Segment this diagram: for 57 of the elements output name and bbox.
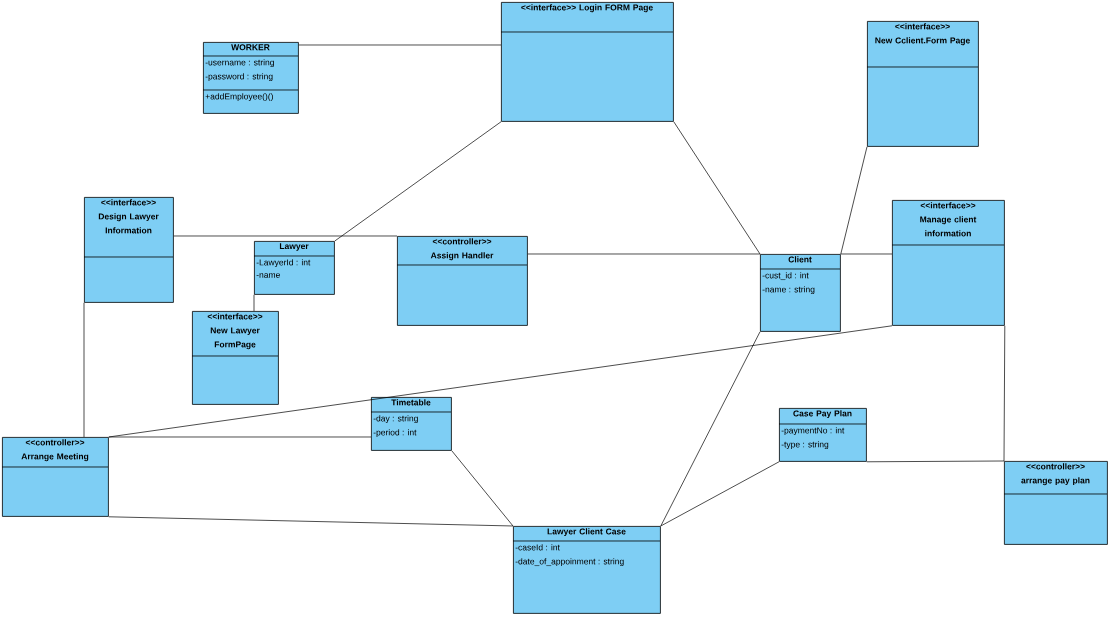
class-box (396, 236, 528, 326)
class-name: <<interface>> Manage client information (920, 202, 977, 237)
attribute-text: -type : string (781, 441, 829, 450)
class-name: <<interface>> Login FORM Page (521, 4, 653, 13)
class-name: <<interface>> New Lawyer FormPage (207, 313, 263, 350)
class-box (202, 42, 299, 114)
association-line (840, 146, 868, 255)
association-line (866, 460, 1005, 463)
class-name: Lawyer Client Case (547, 528, 626, 537)
association-line (527, 253, 761, 255)
class-box (866, 21, 979, 147)
association-line (173, 235, 398, 237)
class-name: WORKER (231, 44, 270, 51)
class-name: Timetable (391, 399, 431, 406)
attribute-text: -name (256, 273, 280, 278)
association-line (253, 294, 255, 312)
class-box (191, 311, 279, 405)
attribute-text: -paymentNo : int (781, 427, 845, 436)
class-box (512, 526, 661, 614)
class-name: Case Pay Plan (793, 410, 852, 419)
association-line (334, 121, 502, 242)
class-box (1003, 461, 1108, 545)
attribute-text: -day : string (373, 415, 418, 424)
association-line (673, 121, 761, 255)
class-box (253, 241, 335, 295)
class-name: <<interface>> Design Lawyer Information (98, 199, 159, 234)
association-line (298, 44, 502, 46)
class-box (891, 200, 1005, 326)
class-box (83, 197, 174, 303)
class-name: <<controller>> Assign Handler (430, 238, 494, 261)
class-name: <<controller>> arrange pay plan (1021, 463, 1090, 486)
class-name: <<controller>> Arrange Meeting (21, 439, 89, 462)
association-line (108, 516, 514, 527)
attribute-text: -caseId : int (515, 544, 560, 551)
attribute-text: -cust_id : int (762, 272, 809, 281)
class-box (1, 437, 109, 517)
operation-text: +addEmployee()() (205, 93, 273, 102)
association-line (840, 253, 893, 255)
class-box (370, 397, 452, 451)
attribute-text: -username : string (205, 59, 274, 68)
attribute-text: -password : string (205, 73, 273, 82)
class-box (759, 254, 841, 332)
attribute-text: -name : string (762, 286, 815, 295)
class-name: Lawyer (279, 243, 309, 251)
association-line (1003, 325, 1006, 462)
association-line (660, 331, 761, 527)
attribute-text: -LawyerId : int (256, 259, 311, 268)
association-line (83, 302, 85, 438)
attribute-text: -date_of_appoinment : string (515, 558, 624, 567)
class-box (500, 2, 674, 122)
class-name: Client (788, 256, 812, 263)
attribute-text: -period : int (373, 429, 417, 438)
class-name: <<interface>> New Cclient.Form Page (875, 23, 970, 46)
association-line (451, 450, 514, 527)
class-box (778, 408, 867, 462)
association-line (660, 461, 780, 527)
association-line (108, 436, 372, 438)
